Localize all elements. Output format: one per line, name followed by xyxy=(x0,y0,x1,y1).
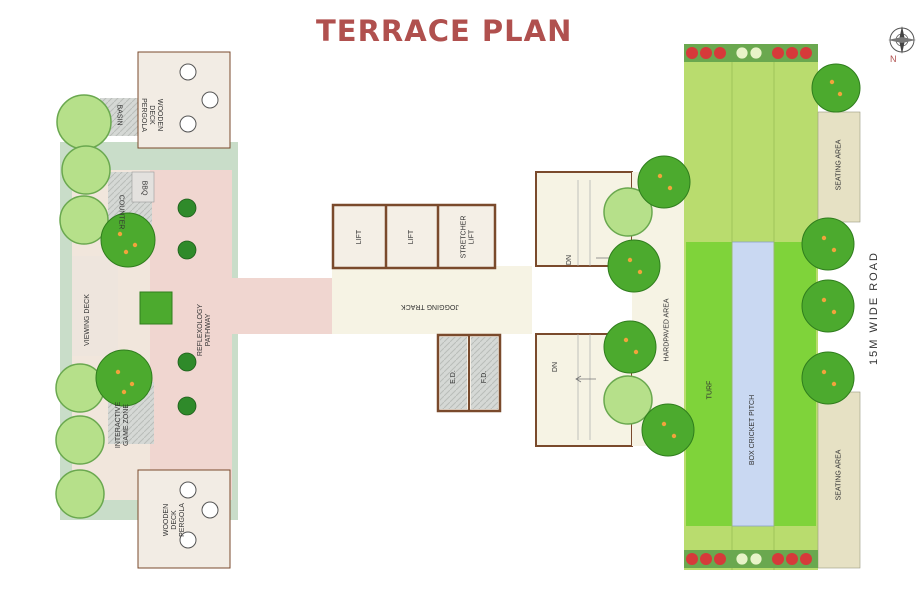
stair-bottom xyxy=(535,333,633,447)
label-wooden-deck-bottom: WOODEN DECK PERGOLA xyxy=(163,503,187,537)
label-fd: F.D. xyxy=(480,370,488,384)
label-dn-bottom: DN xyxy=(552,361,559,373)
label-basin: BASIN xyxy=(115,104,123,126)
svg-text:N: N xyxy=(890,54,897,64)
label-lift-1: LIFT xyxy=(355,229,363,245)
plan-title: TERRACE PLAN xyxy=(316,14,573,48)
label-seating-area-top: SEATING AREA xyxy=(835,139,842,191)
label-bbq: BBQ xyxy=(139,180,147,196)
label-wooden-deck-top: WOODEN DECK PERGOLA xyxy=(140,98,164,132)
label-viewing-deck: VIEWING DECK xyxy=(84,294,92,346)
label-ed: E.D. xyxy=(450,370,457,384)
label-stretcher-lift: STRETCHER LIFT xyxy=(460,215,475,259)
label-turf: TURF xyxy=(705,380,713,400)
bridge-left xyxy=(228,278,338,334)
seating-area-bottom xyxy=(817,391,861,569)
viewing-deck xyxy=(72,256,118,356)
label-lift-2: LIFT xyxy=(407,229,415,245)
label-counter: COUNTER xyxy=(117,194,124,230)
jogging-track-area xyxy=(332,266,532,334)
label-dn-top: DN xyxy=(566,254,573,266)
label-jogging-track: JOGGING TRACK xyxy=(401,303,459,310)
reflexology-area xyxy=(150,170,232,500)
bbq-counter xyxy=(131,171,155,203)
road-label: 15M WIDE ROAD xyxy=(868,250,880,366)
seating-area-top xyxy=(817,111,861,223)
label-box-cricket-pitch: BOX CRICKET PITCH xyxy=(749,394,756,466)
stair-top xyxy=(535,171,633,267)
lift-core xyxy=(331,203,497,270)
cricket-pitch xyxy=(731,241,775,527)
label-reflexology-pathway: REFLEXOLOGY PATHWAY xyxy=(197,303,213,357)
label-seating-area-bottom: SEATING AREA xyxy=(835,449,842,501)
label-interactive-game-zone: INTERACTIVE GAME ZONE xyxy=(115,401,131,449)
compass-icon: N xyxy=(888,26,916,64)
label-hardpaved-area: HARDPAVED AREA xyxy=(664,298,671,362)
